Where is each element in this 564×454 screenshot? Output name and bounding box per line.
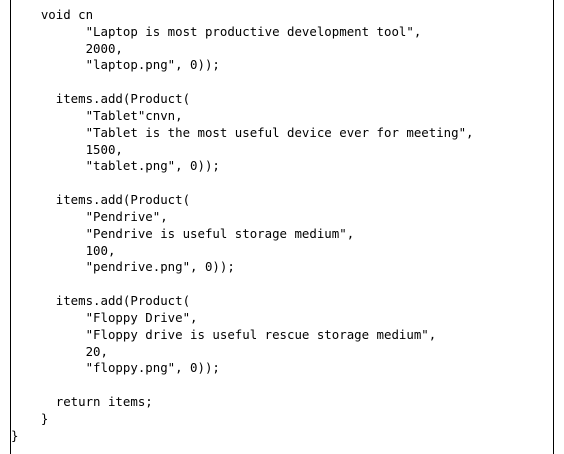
code-line: "Floppy Drive", [11,309,198,325]
code-line: "Tablet"cnvn, [11,107,183,123]
code-line: 1500, [11,141,123,157]
code-line: } [11,410,49,426]
code-line: items.add(Product( [11,192,191,208]
code-line: "laptop.png", 0)); [11,57,220,73]
code-line: "tablet.png", 0)); [11,158,220,174]
code-line: 2000, [11,40,123,56]
code-line [11,276,553,293]
code-line: "Floppy drive is useful rescue storage m… [11,326,437,342]
code-line: "Tablet is the most useful device ever f… [11,124,474,140]
code-line: "floppy.png", 0)); [11,360,220,376]
code-line: "Laptop is most productive development t… [11,23,422,39]
code-line [11,377,553,394]
code-block: void cn "Laptop is most productive devel… [11,7,553,445]
code-line: 100, [11,242,116,258]
code-line [11,74,553,91]
code-line: return items; [11,394,153,410]
code-line [11,175,553,192]
code-line: "Pendrive", [11,208,168,224]
code-line: "pendrive.png", 0)); [11,259,235,275]
code-line: void cn [11,7,94,22]
code-line: 20, [11,343,108,359]
code-line: items.add(Product( [11,293,191,309]
code-snippet-frame: void cn "Laptop is most productive devel… [10,0,554,454]
code-line: "Pendrive is useful storage medium", [11,225,355,241]
code-line: } [11,427,19,443]
code-line: items.add(Product( [11,91,191,107]
